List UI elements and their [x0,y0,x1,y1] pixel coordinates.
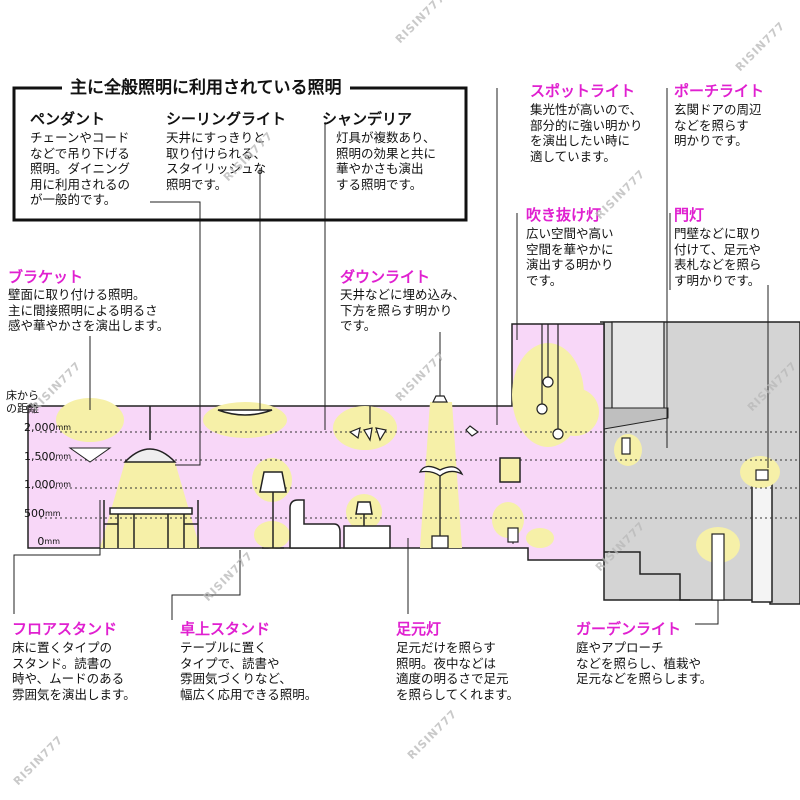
gate-desc: 門壁などに取り 付けて、足元や 表札などを照ら す明かりです。 [674,226,762,288]
pendant-desc: チェーンやコード などで吊り下げる 照明。ダイニング 用に利用されるの が一般的… [30,130,131,207]
downlight-title: ダウンライト [340,268,431,286]
gate-title: 門灯 [674,206,705,224]
entrance-awning [611,321,665,419]
chandelier-title: シャンデリア [322,110,413,128]
scale-tick-unit: mm [44,537,60,546]
scale-tick-unit: mm [45,508,61,518]
floorstand-title: フロアスタンド [12,620,118,638]
scale-tick-value: 0 [37,535,45,548]
fukinuke-lamp-shapes [536,324,564,440]
leader-lines [13,88,769,625]
spotlight-shape [465,425,480,437]
exterior-stairs [604,551,690,601]
porch-title: ポーチライト [674,82,765,100]
bracket-desc: 壁面に取り付ける照明。 主に間接照明による明るさ 感や華やかさを演出します。 [8,287,170,333]
garden-title: ガーデンライト [576,620,682,638]
scale-label-2: の距離 [6,402,39,415]
light-glows [56,343,780,563]
dining-set [103,500,199,548]
fukinuke-title: 吹き抜け灯 [526,206,602,224]
foot-light-shape [507,527,519,543]
spotlight-title: スポットライト [530,82,636,100]
scale-tick-value: 2,000 [24,421,56,434]
scale-label-1: 床から [6,389,39,402]
downlight-shape [432,395,448,403]
ceiling-title: シーリングライト [166,110,287,128]
scale-tick-label: 0mm [24,536,60,548]
scale-tick-unit: mm [55,480,72,489]
scale-tick-label: 1,000mm [24,478,71,491]
bracket-lamp-shape [68,447,112,463]
porch-light-shape [621,437,631,455]
foot-desc: 足元だけを照らす 照明。夜中などは 適度の明るさで足元 を照らしてくれます。 [396,640,520,702]
downlight-desc: 天井などに埋め込み、 下方を照らす明かり です。 [340,287,466,333]
gate-light-shape [755,469,769,481]
scale-tick-value: 1,500 [24,449,56,463]
spotlight-desc: 集光性が高いので、 部分的に強い明かり を演出したい時に 適しています。 [530,102,643,164]
desk-title: 卓上スタンド [180,620,271,638]
garden-desc: 庭やアプローチ などを照らし、植栽や 足元などを照らします。 [576,640,713,686]
gate-post [751,471,773,603]
ceiling-light-shape [217,409,273,416]
scale-tick-value: 500 [24,506,45,520]
scale-tick-label: 1,500mm [24,449,71,463]
floor-stand-shape [259,471,287,549]
pendant-title: ペンダント [30,110,106,128]
foot-title: 足元灯 [396,620,442,638]
ceiling-desc: 天井にすっきりと 取り付けられる、 スタイリッシュな 照明です。 [166,130,267,192]
picture-frame [499,457,521,483]
porch-desc: 玄関ドアの周辺 などを照らす 明かりです。 [674,102,762,148]
chandelier-shape [348,406,387,442]
bracket-title: ブラケット [8,268,84,286]
header-title: 主に全般照明に利用されている照明 [62,78,350,98]
pendant-lamp-shape [123,448,177,463]
floorstand-desc: 床に置くタイプの スタンド。読書の 時や、ムードのある 雰囲気を演出します。 [12,640,136,702]
sofa-shape [289,499,341,549]
scale-tick-unit: mm [55,423,72,432]
scale-tick-label: 500mm [24,506,61,520]
scale-tick-unit: mm [55,451,72,461]
scale-tick-label: 2,000mm [24,421,71,434]
desk-desc: テーブルに置く タイプで、読書や 雰囲気づくりなど、 幅広く応用できる照明。 [180,640,318,702]
chandelier-desc: 灯具が複数あり、 照明の効果と共に 華やかさも演出 する照明です。 [336,130,437,192]
scale-tick-value: 1,000 [24,478,56,491]
fukinuke-desc: 広い空間や高い 空間を華やかに 演出する明かり です。 [526,226,614,288]
garden-light-shape [711,533,725,601]
desk-stand-shape [343,501,391,549]
plant-shape [418,465,464,549]
